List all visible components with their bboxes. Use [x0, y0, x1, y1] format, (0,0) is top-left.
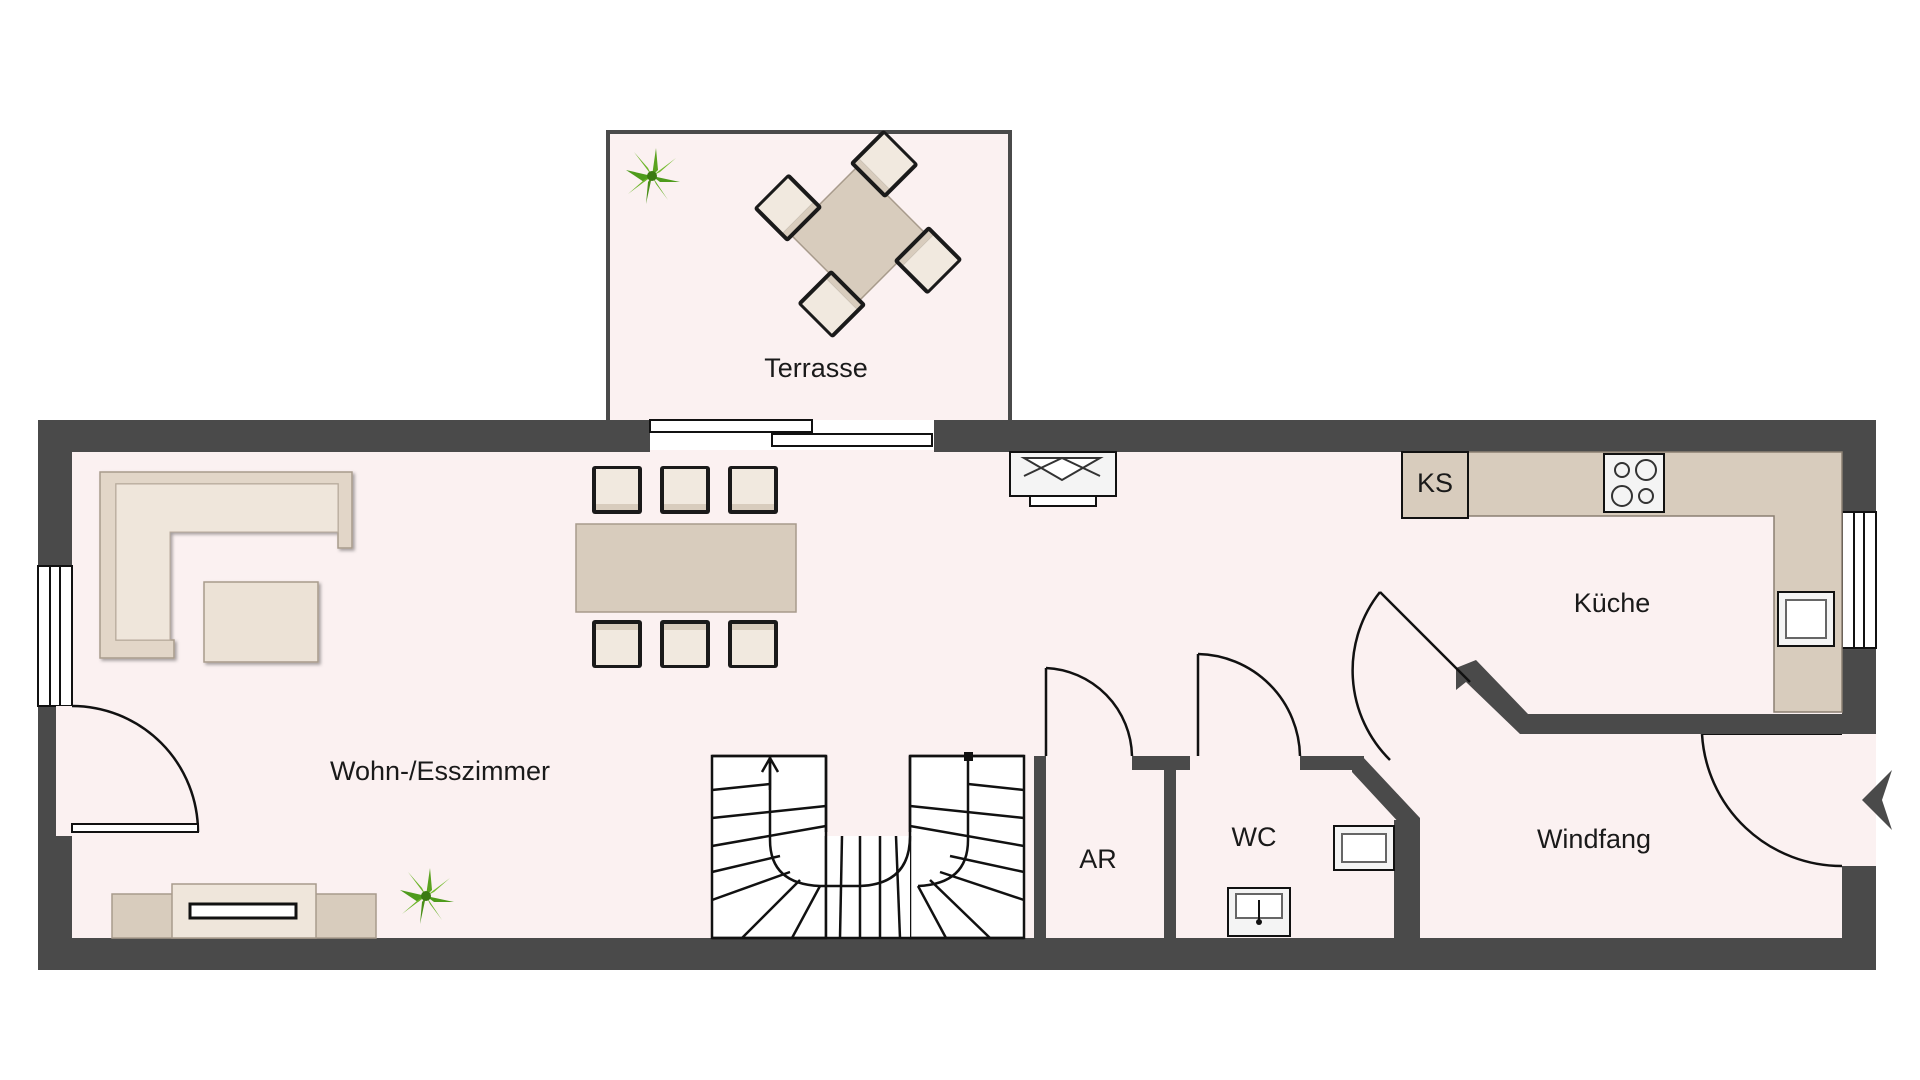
tv-sideboard: [111, 883, 377, 939]
dining-chair: [660, 466, 710, 514]
dining-chair: [592, 620, 642, 668]
staircase-arrow-icon: [760, 755, 780, 790]
kitchen-door[interactable]: [1351, 591, 1471, 761]
left-window: [37, 565, 73, 707]
terrace-table-set: [753, 129, 963, 339]
toilet-icon: [1227, 887, 1291, 937]
sink-icon: [1777, 591, 1835, 647]
sofa: [99, 471, 353, 659]
garden-door[interactable]: [56, 704, 200, 836]
room-label-storage: AR: [1079, 844, 1117, 874]
interior-walls: [1034, 660, 1842, 938]
room-label-wc: WC: [1232, 822, 1277, 852]
room-label-terrace: Terrasse: [764, 353, 868, 383]
coffee-table: [203, 581, 319, 663]
kitchen-counter: KS: [1401, 451, 1843, 713]
dining-chair: [592, 466, 642, 514]
kitchen-window: [1841, 511, 1877, 649]
dining-chair: [728, 466, 778, 514]
wc-fixtures: [1227, 825, 1395, 937]
fireplace-icon: [1009, 451, 1117, 507]
room-label-entrance: Windfang: [1537, 824, 1651, 854]
dining-chair: [728, 620, 778, 668]
stove-icon: [1603, 453, 1665, 513]
wc-door[interactable]: [1196, 652, 1302, 757]
terrace-sliding-door[interactable]: [649, 419, 934, 447]
dining-chair: [660, 620, 710, 668]
dining-set: [575, 466, 797, 668]
entrance-door[interactable]: [1700, 733, 1892, 868]
room-label-living-dining: Wohn-/Esszimmer: [330, 756, 550, 786]
fridge-label: KS: [1417, 468, 1453, 498]
entrance-arrow-icon: [1862, 770, 1892, 830]
staircase: [710, 752, 1026, 940]
dining-table: [575, 523, 797, 613]
room-label-kitchen: Küche: [1574, 588, 1651, 618]
storage-door[interactable]: [1044, 666, 1134, 757]
washbasin-icon: [1333, 825, 1395, 871]
fridge: [1401, 451, 1469, 519]
